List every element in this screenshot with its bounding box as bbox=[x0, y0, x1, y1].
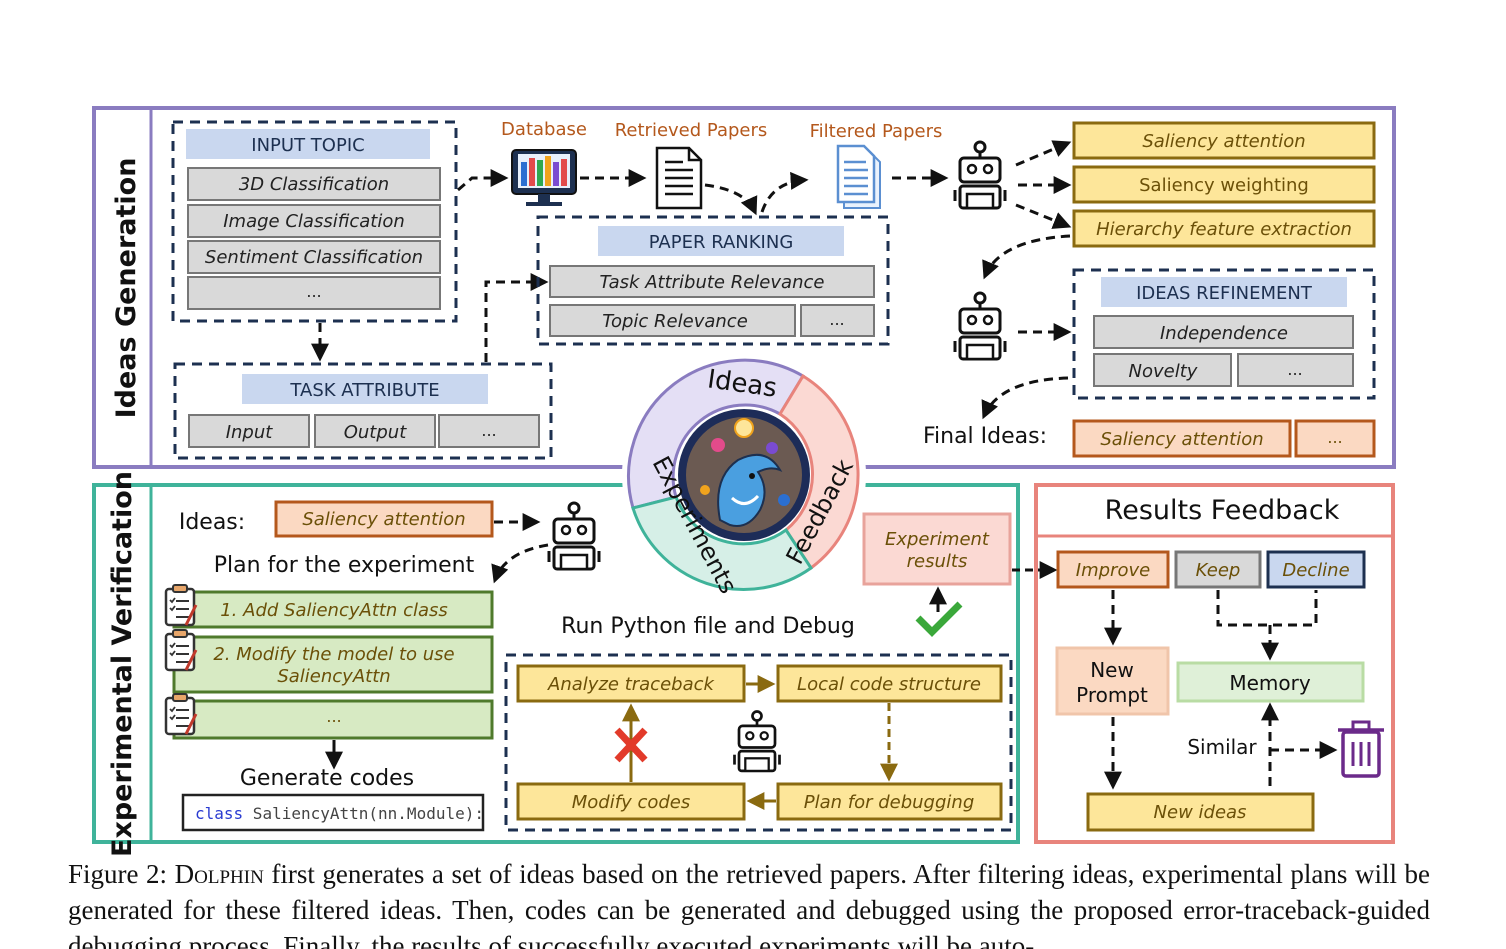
trash-icon bbox=[1338, 720, 1384, 778]
refinement-item: Novelty bbox=[1129, 361, 1198, 382]
debug-step: Plan for debugging bbox=[804, 792, 975, 813]
topic-item: Image Classification bbox=[223, 211, 405, 232]
run-debug-label: Run Python file and Debug bbox=[561, 614, 855, 639]
paper-ranking-title: PAPER RANKING bbox=[649, 232, 794, 253]
final-idea-item: ... bbox=[1327, 428, 1342, 447]
task-attribute-box: TASK ATTRIBUTE Input Output ... bbox=[173, 362, 553, 460]
clipboard-icon bbox=[164, 628, 198, 672]
input-topic-box: INPUT TOPIC 3D Classification Image Clas… bbox=[171, 120, 458, 323]
plan-label: Plan for the experiment bbox=[214, 553, 475, 578]
idea-item: Hierarchy feature extraction bbox=[1096, 219, 1352, 240]
feedback-option: Improve bbox=[1076, 560, 1150, 581]
topic-item: Sentiment Classification bbox=[205, 247, 423, 268]
similar-label: Similar bbox=[1187, 735, 1257, 759]
final-idea-item: Saliency attention bbox=[1100, 429, 1263, 450]
generate-codes-label: Generate codes bbox=[240, 766, 414, 791]
experiment-results-box: Experiment results bbox=[862, 512, 1012, 586]
error-x-icon bbox=[614, 727, 648, 763]
caption-text: first generates a set of ideas based on … bbox=[68, 859, 1430, 949]
debug-step: Modify codes bbox=[572, 792, 690, 813]
input-topic-title: INPUT TOPIC bbox=[251, 135, 364, 156]
code-keyword: class bbox=[195, 804, 243, 823]
robot-icon bbox=[953, 291, 1007, 361]
refinement-item: Independence bbox=[1160, 323, 1288, 344]
plan-step: SaliencyAttn bbox=[277, 666, 390, 687]
ideas-refinement-box: IDEAS REFINEMENT Independence Novelty ..… bbox=[1072, 268, 1376, 400]
results-feedback-panel: Results Feedback bbox=[1034, 483, 1395, 844]
feedback-option: Keep bbox=[1196, 560, 1241, 581]
results-text: Experiment bbox=[885, 529, 990, 550]
idea-item: Saliency attention bbox=[1142, 131, 1305, 152]
final-ideas-label: Final Ideas: bbox=[923, 424, 1047, 449]
topic-item: ... bbox=[306, 282, 321, 301]
exp-idea: Saliency attention bbox=[302, 509, 465, 530]
plan-step: ... bbox=[326, 707, 341, 726]
debug-step: Analyze traceback bbox=[547, 674, 715, 695]
new-prompt-text: New bbox=[1090, 658, 1134, 682]
experimental-verification-panel: Experimental Verification bbox=[92, 471, 1020, 857]
generated-ideas: Saliency attention Saliency weighting Hi… bbox=[1072, 121, 1376, 248]
figure-caption: Figure 2: Dolphin first generates a set … bbox=[68, 856, 1430, 949]
ideas-generation-label: Ideas Generation bbox=[111, 158, 142, 419]
new-ideas-text: New ideas bbox=[1154, 802, 1247, 823]
exp-ideas-label: Ideas: bbox=[179, 510, 245, 535]
experimental-verification-label: Experimental Verification bbox=[107, 471, 138, 857]
task-attribute-title: TASK ATTRIBUTE bbox=[289, 380, 439, 401]
attribute-item: ... bbox=[481, 421, 496, 440]
attribute-item: Input bbox=[226, 422, 274, 443]
clipboard-icon bbox=[164, 583, 198, 627]
code-text: SaliencyAttn(nn.Module): bbox=[243, 804, 484, 823]
database-icon: Database bbox=[501, 119, 587, 206]
debug-loop-box: Analyze traceback Local code structure M… bbox=[504, 653, 1013, 832]
plan-steps: 1. Add SaliencyAttn class 2. Modify the … bbox=[164, 583, 494, 740]
topic-item: 3D Classification bbox=[239, 174, 389, 195]
refinement-item: ... bbox=[1287, 360, 1302, 379]
dolphin-diagram: Ideas Generation INPUT TOPIC 3D Classifi… bbox=[92, 106, 1396, 857]
retrieved-label: Retrieved Papers bbox=[615, 120, 768, 141]
results-feedback-title: Results Feedback bbox=[1105, 495, 1340, 526]
plan-step: 1. Add SaliencyAttn class bbox=[220, 600, 448, 621]
feedback-option: Decline bbox=[1282, 560, 1349, 581]
ranking-item: Task Attribute Relevance bbox=[600, 272, 825, 293]
svg-text:class SaliencyAttn(nn.Module):: class SaliencyAttn(nn.Module): bbox=[195, 804, 484, 823]
filtered-papers-icon: Filtered Papers bbox=[810, 121, 943, 209]
new-prompt-text: Prompt bbox=[1076, 683, 1148, 707]
filtered-label: Filtered Papers bbox=[810, 121, 943, 142]
memory-text: Memory bbox=[1229, 671, 1311, 695]
database-label: Database bbox=[501, 119, 587, 140]
retrieved-papers-icon: Retrieved Papers bbox=[615, 120, 768, 210]
caption-prefix: Figure 2: bbox=[68, 859, 175, 889]
plan-step: 2. Modify the model to use bbox=[213, 644, 454, 665]
ranking-item: Topic Relevance bbox=[602, 311, 748, 332]
code-box: class SaliencyAttn(nn.Module): bbox=[181, 793, 485, 832]
robot-icon bbox=[547, 501, 601, 571]
debug-step: Local code structure bbox=[797, 674, 981, 695]
center-cycle: Ideas Experiments Feedback bbox=[622, 353, 866, 598]
attribute-item: Output bbox=[344, 422, 407, 443]
caption-name: Dolphin bbox=[174, 859, 264, 889]
ranking-item: ... bbox=[829, 310, 844, 329]
idea-item: Saliency weighting bbox=[1139, 175, 1309, 196]
paper-ranking-box: PAPER RANKING Task Attribute Relevance T… bbox=[536, 215, 890, 346]
results-text: results bbox=[907, 551, 968, 572]
ideas-refinement-title: IDEAS REFINEMENT bbox=[1136, 283, 1313, 304]
robot-icon bbox=[733, 710, 781, 773]
clipboard-icon bbox=[164, 692, 198, 736]
robot-icon bbox=[953, 140, 1007, 210]
success-check-icon bbox=[915, 601, 963, 637]
